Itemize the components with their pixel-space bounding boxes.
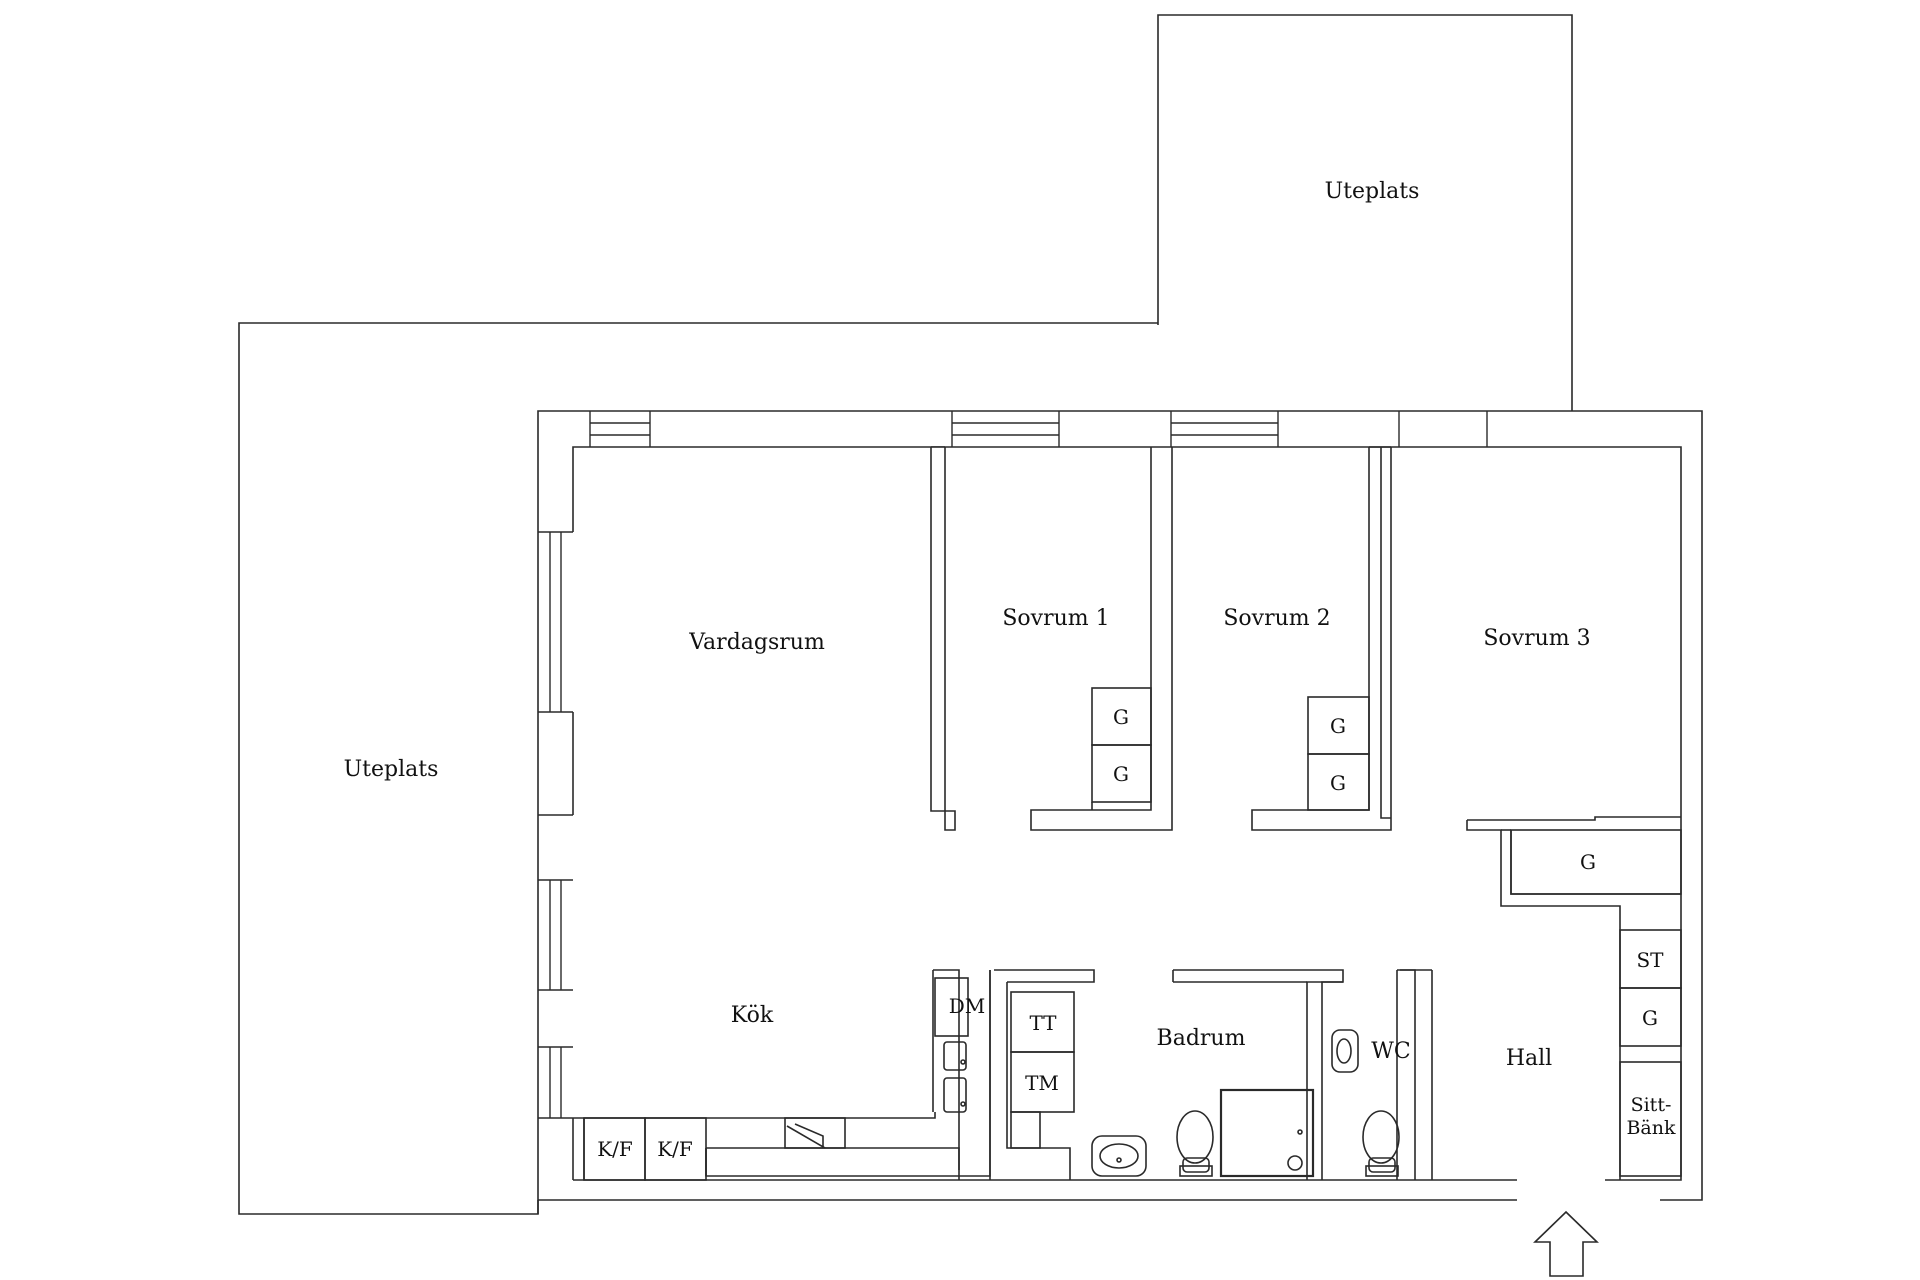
sink-icon [1091,1135,1147,1177]
entrance-arrow-icon [1533,1210,1599,1277]
window-kitchen-left-2 [538,1046,573,1118]
fridge-freezer-label: K/F [597,1137,633,1161]
dishwasher-label: DM [949,994,986,1018]
hall-storage: ST G Sitt- Bänk [1619,929,1682,1177]
wardrobe-bedroom1: G G [1091,687,1152,810]
room-label-kitchen: Kök [731,1003,774,1028]
window-living-top [589,411,651,447]
outer-walls [537,410,1703,1214]
room-label-terrace-top: Uteplats [1325,179,1420,204]
window-living-left [549,532,562,712]
toilet-icon [1176,1110,1214,1177]
wardrobe-label: G [1642,1006,1658,1030]
wc-fixtures [1331,1029,1400,1177]
wardrobe-bedroom2: G G [1307,696,1370,811]
kitchen-counter: K/F K/F DM [573,970,991,1181]
window-bedroom2-top [1170,411,1279,447]
bench-label-line1: Sitt- [1631,1094,1672,1116]
stove-icon [784,1117,846,1149]
window-kitchen-left-1 [538,879,573,991]
room-label-bedroom-1: Sovrum 1 [1002,606,1109,631]
wardrobe-label: G [1113,762,1129,786]
room-label-bedroom-2: Sovrum 2 [1223,606,1330,631]
bench-label-line2: Bänk [1626,1117,1676,1139]
toilet-icon [1362,1110,1400,1177]
wardrobe-label: G [1113,705,1129,729]
room-label-living-room: Vardagsrum [688,630,825,655]
room-label-bedroom-3: Sovrum 3 [1483,626,1590,651]
window-bedroom3-top [1398,411,1488,447]
fridge-freezer-label: K/F [657,1137,693,1161]
room-label-terrace-left: Uteplats [344,757,439,782]
room-label-wc: WC [1371,1039,1410,1064]
sink-icon [943,1041,967,1113]
window-bedroom1-top [951,411,1060,447]
wardrobe-bedroom3: G [1510,829,1682,895]
washer-label: TM [1025,1071,1059,1095]
wardrobe-label: G [1580,850,1596,874]
dryer-label: TT [1029,1011,1057,1035]
shower-icon [1219,1088,1315,1178]
wardrobe-label: G [1330,771,1346,795]
sink-icon [1331,1029,1359,1073]
wardrobe-label: G [1330,714,1346,738]
storage-label: ST [1636,948,1664,972]
room-label-bathroom: Badrum [1157,1026,1246,1051]
room-label-hall: Hall [1506,1046,1552,1071]
bathroom-fixtures [1091,1088,1315,1178]
terrace-top [1157,14,1573,411]
laundry: TT TM [1010,991,1075,1149]
